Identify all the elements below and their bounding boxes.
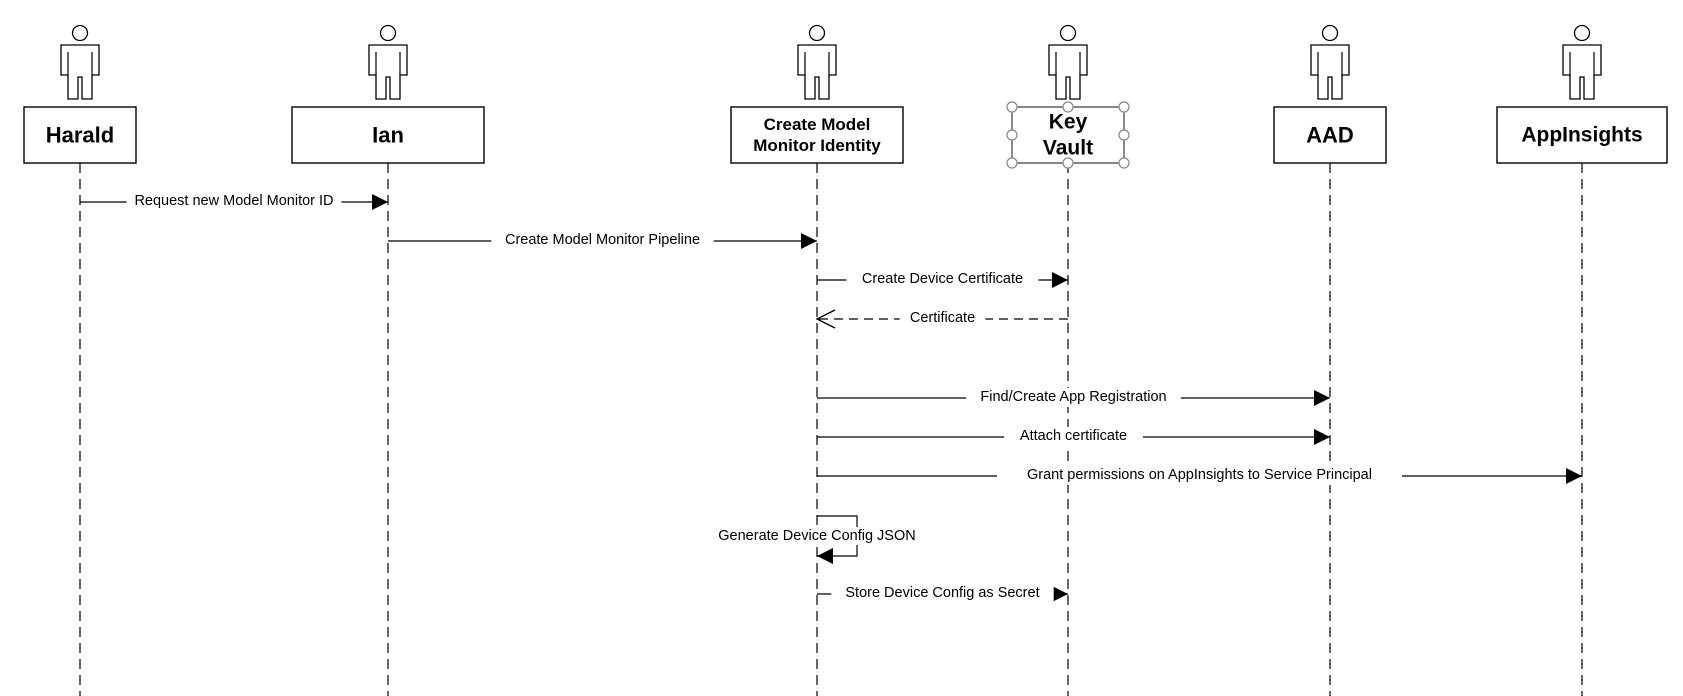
label-background: [966, 388, 1181, 407]
participant-box[interactable]: [1273, 106, 1387, 164]
message-label: Attach certificate: [1020, 428, 1127, 444]
label-background: [831, 584, 1054, 603]
participant-name: AAD: [1306, 123, 1354, 148]
resize-handle[interactable]: [1006, 129, 1018, 141]
message-label: Create Device Certificate: [862, 271, 1023, 287]
message-2[interactable]: Create Model Monitor Pipeline: [388, 231, 817, 250]
label-background: [997, 466, 1402, 485]
label-background: [899, 309, 986, 328]
message-label: Grant permissions on AppInsights to Serv…: [1027, 467, 1372, 483]
participant-harald[interactable]: Harald: [23, 24, 137, 696]
label-background: [712, 527, 922, 545]
label-background: [1004, 427, 1143, 446]
participant-name: Harald: [46, 123, 114, 148]
resize-handle[interactable]: [1006, 101, 1018, 113]
participant-name: Vault: [1043, 137, 1093, 160]
participant-box[interactable]: [1496, 106, 1668, 164]
actor-icon: [1562, 24, 1602, 100]
message-4[interactable]: Certificate: [817, 309, 1068, 328]
participant-ian[interactable]: Ian: [291, 24, 485, 696]
participant-box[interactable]: [291, 106, 485, 164]
participant-name: Monitor Identity: [753, 136, 881, 155]
actor-icon: [1310, 24, 1350, 100]
actor-icon: [368, 24, 408, 100]
label-background: [846, 270, 1039, 289]
participant-name: Ian: [372, 123, 404, 148]
message-6[interactable]: Attach certificate: [817, 427, 1330, 446]
message-5[interactable]: Find/Create App Registration: [817, 388, 1330, 407]
participant-box[interactable]: [23, 106, 137, 164]
actor-icon: [60, 24, 100, 100]
label-background: [126, 192, 342, 211]
participant-aad[interactable]: AAD: [1273, 24, 1387, 696]
message-9[interactable]: Store Device Config as Secret: [817, 584, 1068, 603]
resize-handle[interactable]: [1062, 101, 1074, 113]
message-8[interactable]: Generate Device Config JSON: [712, 515, 922, 564]
message-label: Generate Device Config JSON: [718, 528, 915, 544]
resize-handle[interactable]: [1118, 101, 1130, 113]
message-label: Store Device Config as Secret: [845, 585, 1039, 601]
participant-name: Key: [1049, 110, 1088, 133]
message-3[interactable]: Create Device Certificate: [817, 270, 1068, 289]
actor-icon: [1048, 24, 1088, 100]
participant-name: Create Model: [764, 115, 871, 134]
message-1[interactable]: Request new Model Monitor ID: [80, 192, 388, 211]
actor-icon: [797, 24, 837, 100]
message-label: Find/Create App Registration: [980, 389, 1166, 405]
participant-name: AppInsights: [1521, 124, 1642, 147]
resize-handle[interactable]: [1118, 157, 1130, 169]
message-7[interactable]: Grant permissions on AppInsights to Serv…: [817, 466, 1582, 485]
message-label: Request new Model Monitor ID: [134, 193, 333, 209]
message-label: Certificate: [910, 310, 975, 326]
participant-appinsights[interactable]: AppInsights: [1496, 24, 1668, 696]
participant-box[interactable]: [730, 106, 904, 164]
message-label: Create Model Monitor Pipeline: [505, 232, 700, 248]
label-background: [491, 231, 714, 250]
resize-handle[interactable]: [1062, 157, 1074, 169]
resize-handle[interactable]: [1118, 129, 1130, 141]
resize-handle[interactable]: [1006, 157, 1018, 169]
